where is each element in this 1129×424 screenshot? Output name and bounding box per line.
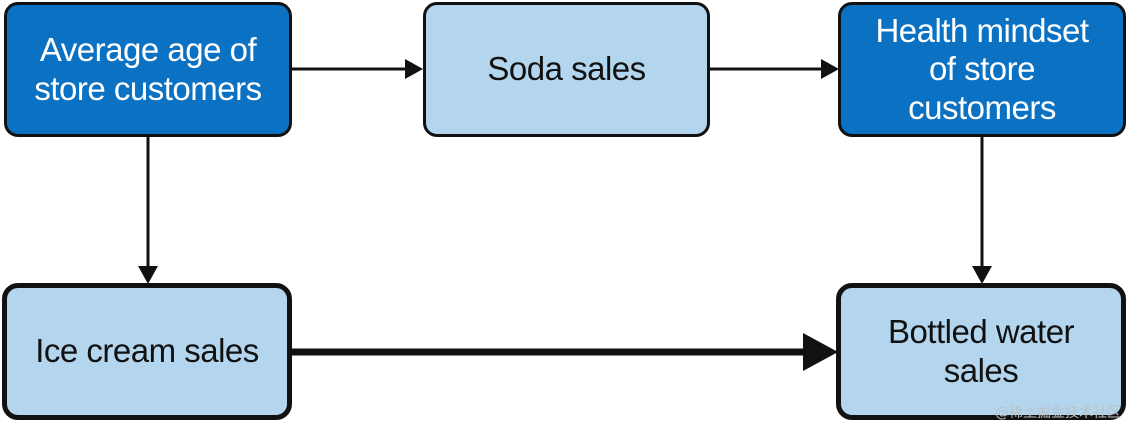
arrowhead-water-top xyxy=(972,266,992,284)
node-ice-cream-sales-label: Ice cream sales xyxy=(35,332,259,370)
node-average-age: Average age of store customers xyxy=(4,2,292,137)
node-health-mindset: Health mindset of store customers xyxy=(838,2,1126,137)
node-bottled-water-sales: Bottled water sales xyxy=(836,283,1126,420)
node-bottled-water-sales-label: Bottled water sales xyxy=(887,312,1075,389)
node-average-age-label: Average age of store customers xyxy=(34,30,262,107)
node-soda-sales-label: Soda sales xyxy=(487,50,646,88)
arrowhead-health xyxy=(821,59,839,79)
node-ice-cream-sales: Ice cream sales xyxy=(2,283,292,420)
node-soda-sales: Soda sales xyxy=(423,2,710,137)
arrowhead-soda xyxy=(405,59,423,79)
node-health-mindset-label: Health mindset of store customers xyxy=(875,11,1089,126)
watermark: @稀土掘金技术社区 xyxy=(995,405,1121,421)
arrowhead-water-left xyxy=(803,333,838,371)
arrowhead-icecream xyxy=(138,266,158,284)
